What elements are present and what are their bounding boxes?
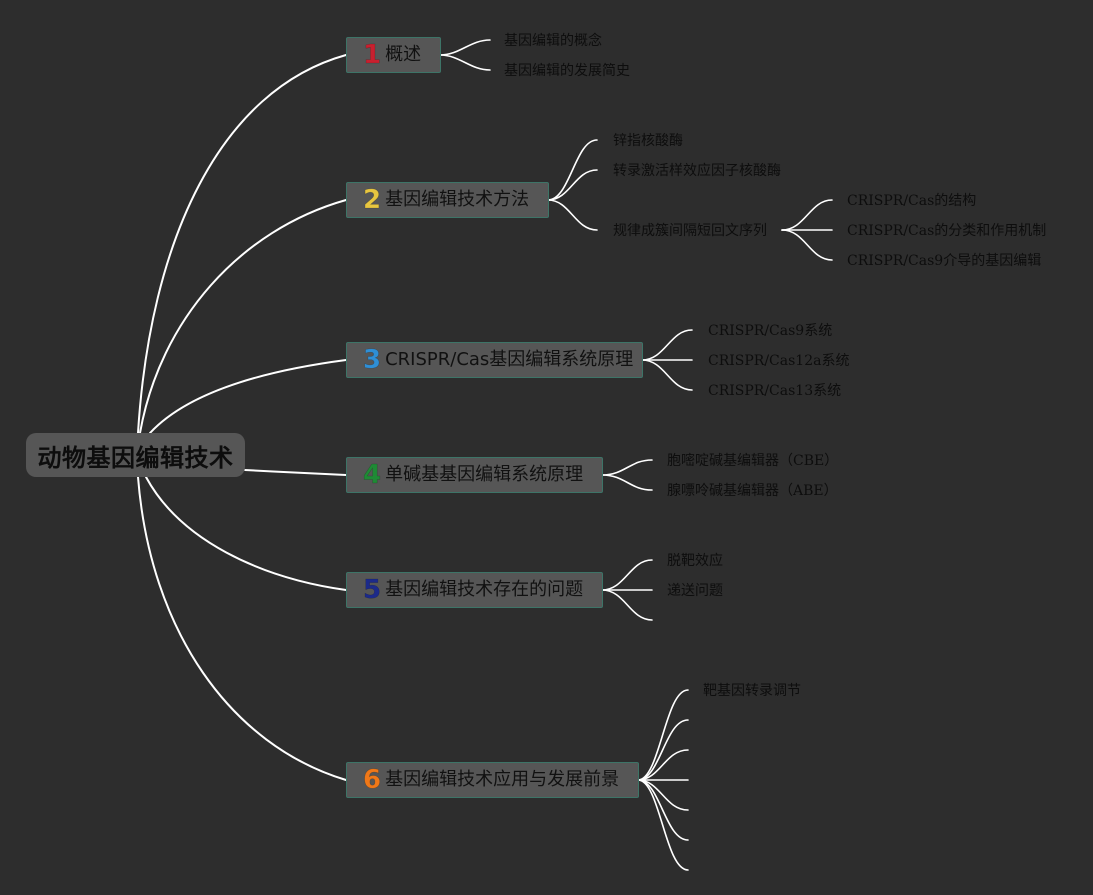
- edge-b2-c2: [547, 169, 598, 201]
- branch-label-6: 基因编辑技术应用与发展前景: [385, 769, 620, 790]
- edge-root-branch-2: [139, 199, 347, 434]
- edge-b1-c2: [439, 54, 491, 71]
- branch-number-6: 6: [363, 765, 382, 795]
- branch-label-5: 基因编辑技术存在的问题: [385, 579, 584, 600]
- edge-b6-c3: [637, 749, 689, 781]
- leaf-2-3-3[interactable]: CRISPR/Cas9介导的基因编辑: [847, 253, 1042, 269]
- leaf-1-2[interactable]: 基因编辑的发展简史: [504, 63, 630, 79]
- leaf-4-1[interactable]: 胞嘧啶碱基编辑器（CBE）: [667, 453, 839, 469]
- leaf-6-1[interactable]: 靶基因转录调节: [703, 683, 801, 699]
- branch-node-2[interactable]: 2 基因编辑技术方法: [346, 182, 549, 218]
- edge-b6-c7: [637, 779, 689, 871]
- edge-b2-c1: [547, 139, 598, 201]
- edge-root-branch-5: [145, 476, 347, 591]
- edge-b4-c1: [601, 459, 653, 476]
- branch-node-1[interactable]: 1 概述: [346, 37, 441, 73]
- edge-root-branch-3: [149, 359, 347, 434]
- edge-b2-c3: [547, 199, 598, 231]
- branch-node-6[interactable]: 6 基因编辑技术应用与发展前景: [346, 762, 639, 798]
- leaf-2-3-1[interactable]: CRISPR/Cas的结构: [847, 193, 977, 209]
- edge-b3-c1: [641, 329, 693, 361]
- branch-label-1: 概述: [385, 44, 422, 65]
- branch-number-2: 2: [363, 185, 382, 215]
- leaf-2-3[interactable]: 规律成簇间隔短回文序列: [613, 223, 767, 239]
- edge-b4-c2: [601, 474, 653, 491]
- leaf-5-2[interactable]: 递送问题: [667, 583, 723, 599]
- branch-number-5: 5: [363, 575, 382, 605]
- edge-b6-c1: [637, 689, 689, 781]
- edge-root-branch-6: [137, 476, 347, 781]
- branch-node-3[interactable]: 3 CRISPR/Cas基因编辑系统原理: [346, 342, 643, 378]
- leaf-1-1[interactable]: 基因编辑的概念: [504, 33, 602, 49]
- leaf-2-1[interactable]: 锌指核酸酶: [613, 133, 683, 149]
- branch-label-2: 基因编辑技术方法: [385, 189, 530, 210]
- leaf-4-2[interactable]: 腺嘌呤碱基编辑器（ABE）: [667, 483, 838, 499]
- branch-node-5[interactable]: 5 基因编辑技术存在的问题: [346, 572, 603, 608]
- leaf-2-2[interactable]: 转录激活样效应因子核酸酶: [613, 163, 781, 179]
- leaf-5-1[interactable]: 脱靶效应: [667, 553, 723, 569]
- root-label: 动物基因编辑技术: [37, 443, 234, 472]
- leaf-3-2[interactable]: CRISPR/Cas12a系统: [708, 353, 850, 369]
- edge-b2-g3: [781, 229, 833, 261]
- leaf-3-3[interactable]: CRISPR/Cas13系统: [708, 383, 842, 399]
- branch-label-3: CRISPR/Cas基因编辑系统原理: [385, 349, 634, 370]
- edge-b1-c1: [439, 39, 491, 56]
- edge-root-branch-1: [137, 54, 347, 434]
- edge-b5-c3: [601, 589, 653, 621]
- edge-root-branch-4: [244, 469, 347, 476]
- edge-b3-c3: [641, 359, 693, 391]
- branch-number-1: 1: [363, 40, 382, 70]
- branch-node-4[interactable]: 4 单碱基基因编辑系统原理: [346, 457, 603, 493]
- edge-b6-c6: [637, 779, 689, 841]
- branch-number-4: 4: [363, 460, 382, 490]
- leaf-3-1[interactable]: CRISPR/Cas9系统: [708, 323, 833, 339]
- edge-b6-c2: [637, 719, 689, 781]
- edge-b5-c1: [601, 559, 653, 591]
- branch-number-3: 3: [363, 345, 382, 375]
- branch-label-4: 单碱基基因编辑系统原理: [385, 464, 584, 485]
- root-node[interactable]: 动物基因编辑技术: [26, 433, 245, 477]
- leaf-2-3-2[interactable]: CRISPR/Cas的分类和作用机制: [847, 223, 1047, 239]
- edge-b2-g1: [781, 199, 833, 231]
